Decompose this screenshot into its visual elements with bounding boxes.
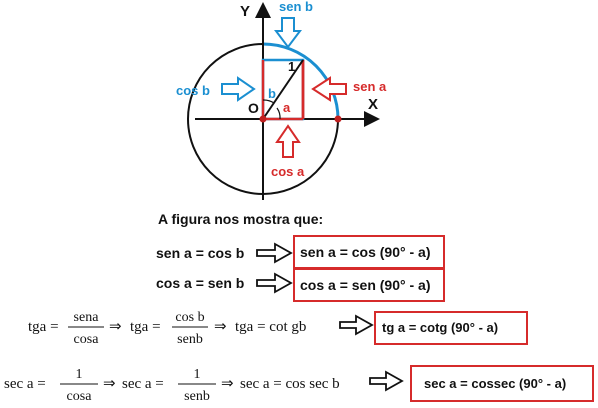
- statement-row1-right: sen a = cos (90° - a): [300, 244, 431, 260]
- tg-lhs-2: tga =: [130, 319, 161, 335]
- arrow-right-icon: [339, 314, 374, 336]
- sen-a-label: sen a: [353, 79, 387, 94]
- arrow-right-icon: [369, 370, 404, 392]
- sen-b-label: sen b: [279, 0, 313, 14]
- sec-num-2: 1: [194, 367, 201, 382]
- tg-den-2: senb: [177, 332, 203, 347]
- sec-den-1: cosa: [67, 389, 93, 404]
- implies-symbol: ⇒: [103, 376, 116, 392]
- sec-result: sec a = cossec (90° - a): [424, 376, 567, 391]
- cos-a-label: cos a: [271, 164, 305, 179]
- result-box-sec: sec a = cossec (90° - a): [410, 365, 594, 402]
- cos-b-label: cos b: [176, 83, 210, 98]
- x-intercept-point: [334, 115, 342, 123]
- arrow-down-icon: [274, 17, 302, 49]
- implies-symbol: ⇒: [109, 319, 122, 335]
- arrow-right-icon: [256, 272, 293, 294]
- angle-b-arc: [262, 99, 275, 104]
- arrow-up-icon: [275, 124, 301, 158]
- statements-heading: A figura nos mostra que:: [158, 211, 324, 227]
- axis-y-label: Y: [240, 3, 250, 20]
- sec-num-1: 1: [76, 367, 83, 382]
- blue-arc: [262, 42, 340, 120]
- axis-x-label: X: [368, 96, 378, 113]
- tg-lhs-1: tga =: [28, 319, 59, 335]
- statement-row1-left: sen a = cos b: [156, 245, 245, 261]
- statement-row2-right: cos a = sen (90° - a): [300, 277, 431, 293]
- origin-label: O: [248, 100, 259, 116]
- sec-den-2: senb: [184, 389, 210, 404]
- tg-den-1: cosa: [74, 332, 100, 347]
- arrow-left-icon: [311, 76, 347, 102]
- implies-symbol: ⇒: [214, 319, 227, 335]
- sec-tail: sec a = cos sec b: [240, 376, 340, 392]
- sec-lhs-2: sec a =: [122, 376, 164, 392]
- angle-b-label: b: [268, 86, 276, 101]
- arrow-right-icon: [256, 242, 293, 264]
- tg-num-1: sena: [74, 310, 100, 325]
- arrow-right-icon: [221, 76, 256, 102]
- angle-a-label: a: [283, 100, 291, 115]
- statement-row2-left: cos a = sen b: [156, 275, 245, 291]
- radius-label: 1: [288, 59, 295, 74]
- result-box-tg: tg a = cotg (90° - a): [374, 311, 528, 345]
- result-box-cos: cos a = sen (90° - a): [293, 268, 445, 302]
- origin-point: [259, 115, 267, 123]
- tg-result: tg a = cotg (90° - a): [382, 320, 499, 335]
- angle-a-arc: [276, 107, 281, 120]
- sec-lhs-1: sec a =: [4, 376, 46, 392]
- result-box-sen: sen a = cos (90° - a): [293, 235, 445, 269]
- radius-line: [262, 59, 304, 120]
- tg-num-2: cos b: [175, 310, 204, 325]
- tg-tail: tga = cot gb: [235, 319, 306, 335]
- implies-symbol: ⇒: [221, 376, 234, 392]
